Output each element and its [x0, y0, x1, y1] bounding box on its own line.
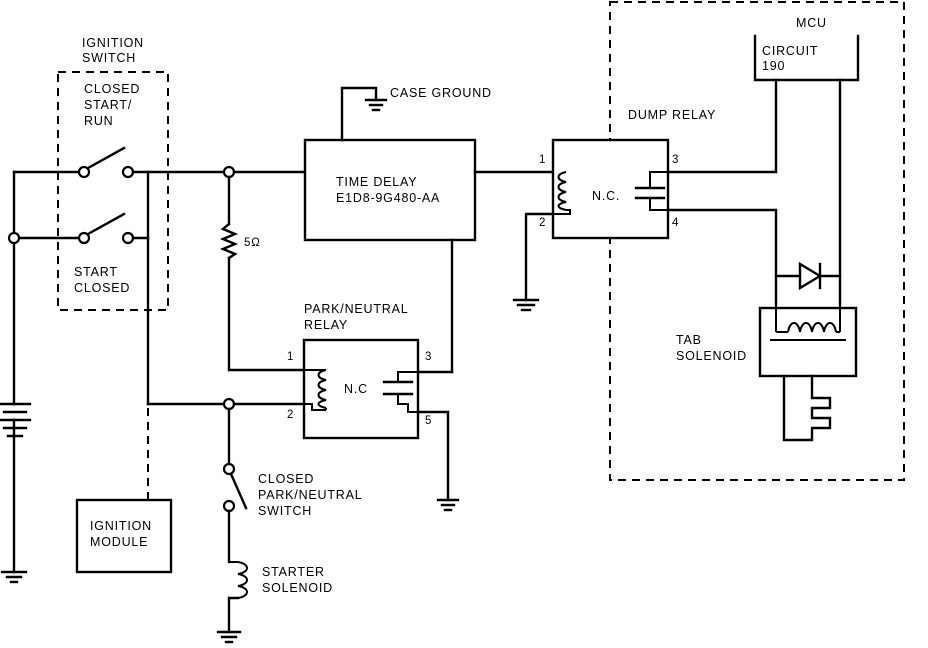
dump-3-to-mcu-wire	[666, 78, 778, 174]
pn-switch-terminal-bottom	[222, 499, 236, 513]
starter-solenoid-label-line2: SOLENOID	[262, 581, 333, 595]
dump-relay-coil	[553, 171, 571, 215]
pn-switch-terminal-top	[222, 462, 236, 476]
dump-pin-2-label: 2	[539, 217, 546, 229]
pn-relay-contact	[382, 371, 418, 413]
resistor-5-ohm	[219, 222, 239, 260]
tab-solenoid-coil	[770, 308, 846, 341]
bus-junction-node	[7, 231, 21, 245]
tab-solenoid-plunger	[782, 374, 832, 442]
ignition-module-label-line1: IGNITION	[90, 519, 152, 533]
pn-relay-nc-label: N.C	[344, 382, 368, 396]
ignition-module-box	[75, 498, 173, 574]
pn-switch-label-line3: SWITCH	[258, 504, 312, 518]
clamp-diode	[774, 261, 842, 291]
tab-solenoid-box	[758, 306, 858, 378]
pn-pin-2-label: 2	[287, 409, 294, 421]
ignition-switch-label-line2: SWITCH	[82, 51, 136, 65]
tab-solenoid-label-line2: SOLENOID	[676, 349, 747, 363]
dump-relay-contact	[634, 171, 668, 211]
mcu-label: MCU	[796, 16, 827, 30]
pn-relay-label-line2: RELAY	[304, 318, 348, 332]
pn-5-to-ground-wire	[416, 410, 450, 502]
starter-solenoid-coil	[227, 561, 248, 634]
tab-solenoid-label-line1: TAB	[676, 333, 702, 347]
dump-pin-1-label: 1	[539, 154, 546, 166]
ignition-module-label-line2: MODULE	[90, 535, 148, 549]
pn-switch-label-line2: PARK/NEUTRAL	[258, 488, 363, 502]
dump-relay-label: DUMP RELAY	[628, 108, 716, 122]
pn-relay-label-line1: PARK/NEUTRAL	[304, 302, 409, 316]
pn-switch-label-line1: CLOSED	[258, 472, 314, 486]
pn-pin-5-label: 5	[425, 415, 432, 427]
ground-symbol-battery	[0, 570, 28, 584]
pn-relay-coil	[304, 369, 327, 411]
dump-4-to-solenoid-wire	[666, 208, 778, 310]
time-delay-label-line2: E1D8-9G480-AA	[336, 191, 440, 205]
starter-solenoid-label-line1: STARTER	[262, 565, 325, 579]
circuit-label-line2: 190	[762, 59, 785, 73]
switch-run-contact	[77, 146, 234, 179]
switch-start-contact	[77, 212, 150, 245]
resistor-to-pn-relay-wire	[227, 256, 306, 372]
case-ground-label: CASE GROUND	[390, 86, 492, 100]
ground-symbol-case	[364, 98, 388, 112]
ground-symbol-pn-relay	[436, 498, 460, 512]
pn-pin-1-label: 1	[287, 351, 294, 363]
dump-relay-nc-label: N.C.	[592, 189, 620, 203]
closed-start-run-line3: RUN	[84, 114, 113, 128]
time-delay-label-line1: TIME DELAY	[336, 175, 417, 189]
battery-bus	[12, 170, 84, 574]
run-bus-node	[222, 165, 236, 179]
mcu-box	[753, 34, 860, 82]
ignition-switch-label-line1: IGNITION	[82, 36, 144, 50]
resistor-label: 5Ω	[244, 237, 261, 249]
ignition-switch-enclosure	[57, 71, 169, 311]
time-delay-box	[303, 138, 477, 242]
start-bus-node	[222, 397, 236, 411]
circuit-label-line1: CIRCUIT	[762, 44, 818, 58]
start-closed-line1: START	[74, 265, 118, 279]
battery-symbol	[0, 402, 32, 438]
case-ground-wire	[340, 86, 378, 142]
ground-symbol-starter	[216, 630, 242, 644]
mcu-enclosure	[609, 1, 905, 481]
dump-pin-3-label: 3	[672, 154, 679, 166]
pn-pin-3-label: 3	[425, 351, 432, 363]
closed-start-run-line2: START/	[84, 98, 132, 112]
pn-switch-blade	[229, 472, 248, 510]
closed-start-run-line1: CLOSED	[84, 82, 140, 96]
start-closed-line2: CLOSED	[74, 281, 130, 295]
dump-2-to-ground-wire	[524, 212, 555, 302]
ground-symbol-dump-relay	[512, 298, 540, 312]
dump-pin-4-label: 4	[672, 217, 679, 229]
